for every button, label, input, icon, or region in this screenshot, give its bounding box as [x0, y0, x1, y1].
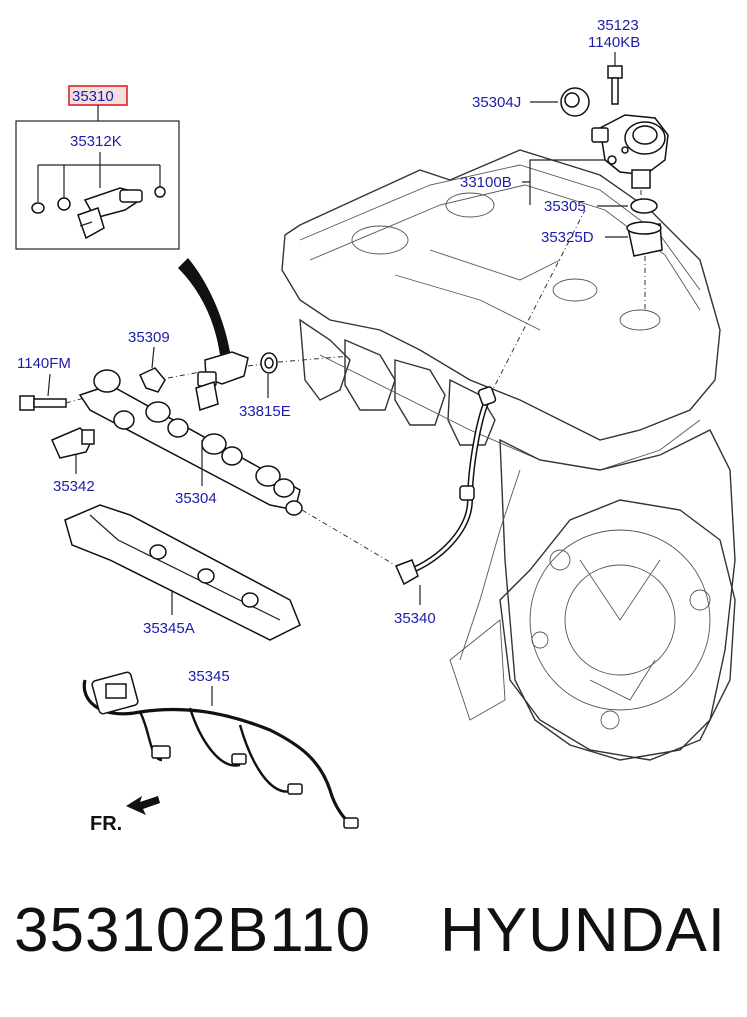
- label-35309[interactable]: 35309: [128, 329, 170, 346]
- label-35340[interactable]: 35340: [394, 610, 436, 627]
- harness-connector-icon: [91, 671, 139, 715]
- wiring-harness-group: 35345: [82, 668, 359, 829]
- rail-bolt-icon: [19, 395, 67, 411]
- part-number-caption: 353102B110: [14, 896, 372, 965]
- label-35305[interactable]: 35305: [544, 198, 586, 215]
- kit-box: [15, 120, 180, 250]
- label-33815E[interactable]: 33815E: [239, 403, 291, 420]
- label-35310[interactable]: 35310: [72, 88, 114, 105]
- front-arrow-icon: [126, 796, 160, 815]
- label-35304[interactable]: 35304: [175, 490, 217, 507]
- label-35345[interactable]: 35345: [188, 668, 230, 685]
- fuel-line-group: 35340: [394, 209, 586, 627]
- label-35325D[interactable]: 35325D: [541, 229, 594, 246]
- bolt-icon: [607, 65, 623, 105]
- label-35123[interactable]: 35123: [597, 17, 639, 34]
- tappet-icon: [626, 221, 663, 257]
- fuel-line-nut-icon: [394, 559, 419, 586]
- label-35312K[interactable]: 35312K: [70, 133, 122, 150]
- o-ring-icon: [630, 198, 658, 214]
- brand-caption: HYUNDAI: [440, 896, 727, 965]
- label-35345A[interactable]: 35345A: [143, 620, 195, 637]
- label-35304J[interactable]: 35304J: [472, 94, 521, 111]
- fr-label: FR.: [90, 813, 122, 835]
- high-pressure-pump-icon: [591, 114, 669, 189]
- parts-diagram: 35310 35312K 35123 1140KB 35304J: [15, 17, 736, 835]
- fuel-rail-group: 35309 33815E 1140FM: [17, 329, 396, 566]
- label-1140KB[interactable]: 1140KB: [588, 34, 640, 51]
- engine-block-drawing: [281, 149, 736, 761]
- label-33100B[interactable]: 33100B: [460, 174, 512, 191]
- front-direction-indicator: FR.: [90, 796, 160, 835]
- pointer-arrow-icon: [178, 258, 230, 355]
- mounting-bushing-icon: [560, 87, 590, 117]
- injector-kit-group: 35310 35312K: [15, 85, 180, 250]
- pressure-sensor-icon: [51, 427, 95, 459]
- rail-cover-group: 35345A: [64, 504, 301, 641]
- label-1140FM[interactable]: 1140FM: [17, 355, 71, 372]
- label-35342[interactable]: 35342: [53, 478, 95, 495]
- injector-installed-icon: [195, 351, 249, 411]
- fuel-pump-group: 35123 1140KB 35304J 33100B 35305: [460, 17, 669, 310]
- fuel-injector-icon: [77, 187, 143, 240]
- clip-icon: [139, 367, 166, 393]
